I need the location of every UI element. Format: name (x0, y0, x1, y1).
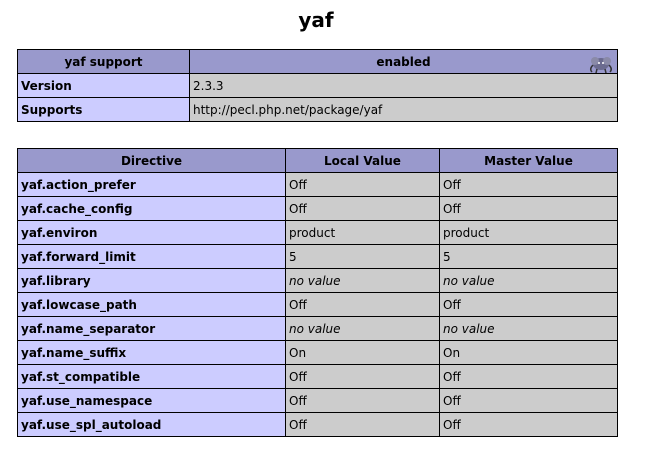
directive-column-header: Directive (17, 148, 286, 173)
table-row: yaf.cache_config Off Off (17, 196, 618, 221)
local-value: product (285, 220, 440, 245)
directive-name: yaf.name_suffix (17, 340, 286, 365)
directives-header-row: Directive Local Value Master Value (17, 148, 618, 173)
support-status-label: enabled (376, 54, 431, 69)
table-row: yaf.name_suffix On On (17, 340, 618, 365)
support-row-name: Supports (17, 97, 190, 122)
local-value: Off (285, 172, 440, 197)
table-row: yaf.use_namespace Off Off (17, 388, 618, 413)
support-status-header: enabled (189, 49, 618, 74)
table-row: yaf.lowcase_path Off Off (17, 292, 618, 317)
master-value: Off (439, 196, 618, 221)
support-feature-header: yaf support (17, 49, 190, 74)
master-value: On (439, 340, 618, 365)
master-value: product (439, 220, 618, 245)
directive-name: yaf.use_namespace (17, 388, 286, 413)
local-value: 5 (285, 244, 440, 269)
php-elephant-logo-icon (589, 57, 613, 73)
master-value: Off (439, 292, 618, 317)
master-value: Off (439, 412, 618, 437)
directive-name: yaf.forward_limit (17, 244, 286, 269)
local-value-column-header: Local Value (285, 148, 440, 173)
yaf-support-table: yaf support enabled Version 2.3.3 Suppor… (17, 49, 618, 122)
support-row-name: Version (17, 73, 190, 98)
directive-name: yaf.st_compatible (17, 364, 286, 389)
table-row: yaf.environ product product (17, 220, 618, 245)
local-value: no value (285, 316, 440, 341)
master-value: Off (439, 388, 618, 413)
table-row: yaf.use_spl_autoload Off Off (17, 412, 618, 437)
directive-name: yaf.name_separator (17, 316, 286, 341)
local-value: Off (285, 412, 440, 437)
local-value: Off (285, 364, 440, 389)
table-row: yaf.action_prefer Off Off (17, 172, 618, 197)
master-value: 5 (439, 244, 618, 269)
directive-name: yaf.cache_config (17, 196, 286, 221)
directive-name: yaf.use_spl_autoload (17, 412, 286, 437)
local-value: On (285, 340, 440, 365)
support-header-row: yaf support enabled (17, 49, 618, 74)
local-value: no value (285, 268, 440, 293)
local-value: Off (285, 196, 440, 221)
local-value: Off (285, 388, 440, 413)
table-row: yaf.st_compatible Off Off (17, 364, 618, 389)
master-value: Off (439, 364, 618, 389)
support-row-value: 2.3.3 (189, 73, 618, 98)
master-value: no value (439, 316, 618, 341)
local-value: Off (285, 292, 440, 317)
master-value: no value (439, 268, 618, 293)
support-row-supports: Supports http://pecl.php.net/package/yaf (17, 97, 618, 122)
master-value-column-header: Master Value (439, 148, 618, 173)
table-row: yaf.forward_limit 5 5 (17, 244, 618, 269)
table-row: yaf.name_separator no value no value (17, 316, 618, 341)
directive-name: yaf.action_prefer (17, 172, 286, 197)
directives-table: Directive Local Value Master Value yaf.a… (17, 148, 618, 437)
master-value: Off (439, 172, 618, 197)
support-row-value: http://pecl.php.net/package/yaf (189, 97, 618, 122)
directive-name: yaf.environ (17, 220, 286, 245)
page-title: yaf (298, 8, 334, 32)
directive-name: yaf.lowcase_path (17, 292, 286, 317)
directive-name: yaf.library (17, 268, 286, 293)
support-row-version: Version 2.3.3 (17, 73, 618, 98)
table-row: yaf.library no value no value (17, 268, 618, 293)
